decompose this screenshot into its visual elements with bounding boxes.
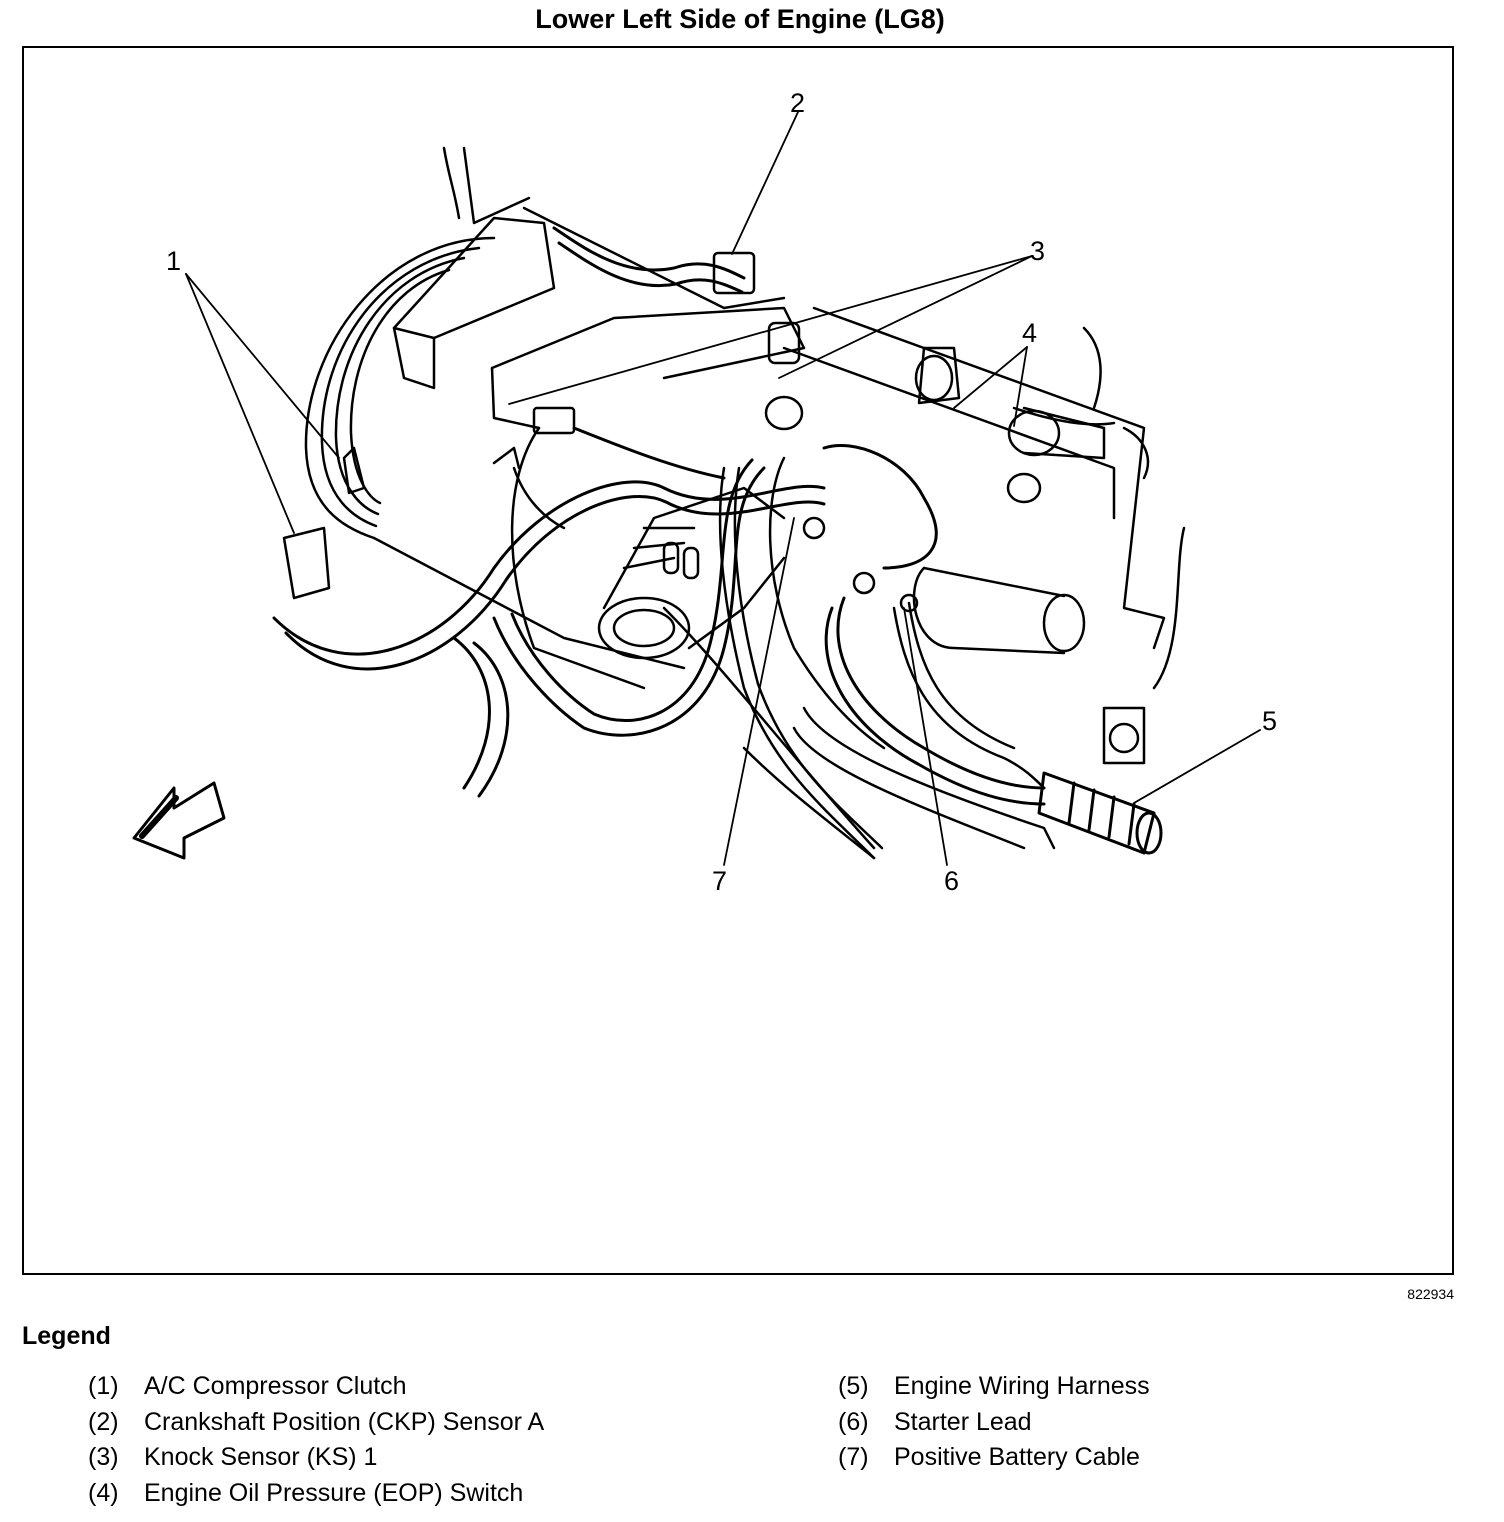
legend-item: (4) Engine Oil Pressure (EOP) Switch — [88, 1479, 544, 1515]
engine-block — [782, 306, 1186, 765]
callout-1: 1 — [166, 246, 182, 276]
starter-motor — [597, 486, 786, 660]
legend-label: A/C Compressor Clutch — [144, 1372, 407, 1400]
callout-7: 7 — [712, 866, 728, 896]
callout-3: 3 — [1030, 236, 1046, 266]
legend-number: (1) — [88, 1372, 119, 1400]
legend-item: (1) A/C Compressor Clutch — [88, 1372, 544, 1408]
legend-label: Starter Lead — [894, 1407, 1032, 1436]
legend-column-right: (5) Engine Wiring Harness (6) Starter Lead… — [838, 1372, 1150, 1479]
battery-cables — [718, 456, 1046, 860]
legend-number: (2) — [88, 1407, 119, 1436]
illustration-frame: 1 2 3 4 5 6 7 — [22, 46, 1454, 1275]
legend-label: Engine Wiring Harness — [894, 1372, 1150, 1400]
diagram-title: Lower Left Side of Engine (LG8) — [535, 4, 945, 34]
oil-pan — [662, 606, 1056, 860]
callout-4: 4 — [1022, 318, 1038, 348]
legend-column-left: (1) A/C Compressor Clutch (2) Crankshaft P… — [88, 1372, 544, 1514]
legend-item: (2) Crankshaft Position (CKP) Sensor A — [88, 1408, 544, 1444]
callout-5: 5 — [1262, 706, 1278, 736]
legend-heading: Legend — [22, 1322, 111, 1350]
ac-compressor-pulley — [304, 236, 496, 540]
legend-number: (5) — [838, 1372, 869, 1400]
callout-6: 6 — [944, 866, 960, 896]
engine-illustration — [132, 111, 1261, 866]
legend-item: (7) Positive Battery Cable — [838, 1443, 1150, 1479]
legend-item: (3) Knock Sensor (KS) 1 — [88, 1443, 544, 1479]
callout-2: 2 — [790, 88, 806, 118]
front-arrow-icon — [132, 781, 226, 860]
legend-number: (7) — [838, 1443, 869, 1471]
legend-label: Knock Sensor (KS) 1 — [144, 1443, 378, 1471]
legend-number: (4) — [88, 1478, 119, 1507]
legend-label: Positive Battery Cable — [894, 1443, 1140, 1471]
legend-label: Engine Oil Pressure (EOP) Switch — [144, 1478, 524, 1507]
figure-number: 822934 — [1407, 1286, 1454, 1302]
sensor-connectors — [282, 251, 1106, 613]
leader-lines — [185, 111, 1261, 866]
legend-item: (5) Engine Wiring Harness — [838, 1372, 1150, 1408]
compressor-body — [372, 146, 806, 690]
legend-number: (3) — [88, 1443, 119, 1471]
wiring-harness — [272, 226, 1046, 806]
legend-label: Crankshaft Position (CKP) Sensor A — [144, 1407, 545, 1436]
legend-item: (6) Starter Lead — [838, 1408, 1150, 1444]
harness-end — [1037, 771, 1163, 855]
legend-number: (6) — [838, 1407, 869, 1436]
